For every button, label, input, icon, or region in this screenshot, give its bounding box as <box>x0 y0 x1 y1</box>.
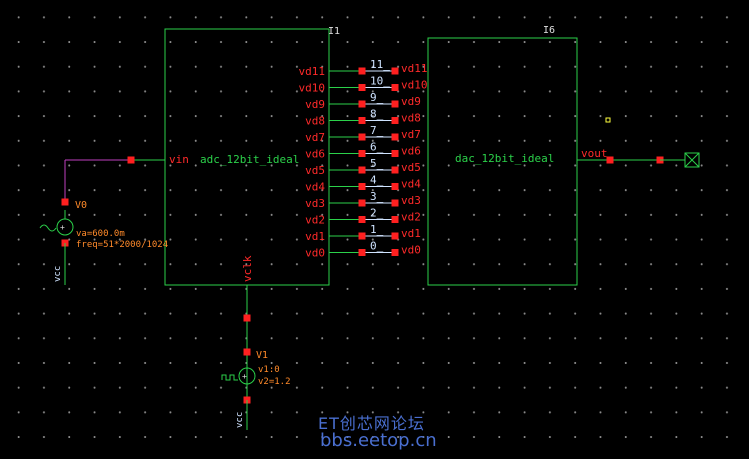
bus-net-label-10: 1_ <box>370 223 384 236</box>
v0-name: V0 <box>75 200 87 211</box>
dac-pin-vd1: vd1 <box>401 227 421 240</box>
dac-pin-vd11: vd11 <box>401 62 428 75</box>
dac-in-terminal-vd0[interactable] <box>391 249 399 256</box>
adc-out-terminal-vd1[interactable] <box>358 232 366 240</box>
adc-out-terminal-vd2[interactable] <box>358 216 366 223</box>
dac-in-terminal-vd9[interactable] <box>391 100 399 108</box>
adc-pin-vd8: vd8 <box>305 115 325 128</box>
dac-in-terminal-vd5[interactable] <box>391 166 399 174</box>
adc-out-terminal-vd10[interactable] <box>358 84 366 91</box>
adc-pin-vd1: vd1 <box>305 230 325 243</box>
bus-net-label-5: 6_ <box>370 141 384 154</box>
adc-out-terminal-vd0[interactable] <box>358 249 366 256</box>
dac-pin-vd0: vd0 <box>401 244 421 257</box>
dac-pin-vd6: vd6 <box>401 145 421 158</box>
adc-out-terminal-vd4[interactable] <box>358 183 366 190</box>
dac-in-terminal-vd10[interactable] <box>391 84 399 91</box>
dac-pin-vd3: vd3 <box>401 194 421 207</box>
marker-square <box>605 117 611 123</box>
bus-net-label-1: 10_ <box>370 75 390 88</box>
output-port-box[interactable] <box>684 152 700 168</box>
v1-vcc-label: vcc <box>235 412 245 428</box>
v1-plus: + <box>242 372 247 381</box>
bus-net-label-3: 8_ <box>370 108 384 121</box>
adc-cell-name: adc_12bit_ideal <box>200 153 299 166</box>
adc-out-terminal-vd3[interactable] <box>358 199 366 207</box>
dac-block[interactable] <box>427 37 578 286</box>
v1-top-terminal[interactable] <box>243 348 251 356</box>
watermark-title: ET创芯网论坛 <box>318 414 425 433</box>
adc-pin-vd5: vd5 <box>305 164 325 177</box>
v1-param-v1: v1:0 <box>258 365 280 375</box>
v1-source-symbol[interactable] <box>238 367 256 385</box>
bus-net-label-4: 7_ <box>370 124 384 137</box>
dac-in-terminal-vd1[interactable] <box>391 232 399 240</box>
dac-pin-vd2: vd2 <box>401 211 421 224</box>
bus-net-label-6: 5_ <box>370 157 384 170</box>
dac-in-terminal-vd7[interactable] <box>391 133 399 141</box>
bus-net-label-11: 0_ <box>370 240 384 253</box>
adc-pin-vd3: vd3 <box>305 197 325 210</box>
dac-instance-name: I6 <box>543 25 555 36</box>
v0-param-freq: freq=51*2000/1024 <box>76 240 168 250</box>
adc-pin-vd0: vd0 <box>305 247 325 260</box>
adc-pin-vin: vin <box>169 153 189 166</box>
dac-in-terminal-vd2[interactable] <box>391 216 399 223</box>
adc-pin-vd9: vd9 <box>305 98 325 111</box>
watermark-url: bbs.eetop.cn <box>320 430 437 451</box>
bus-net-label-2: 9_ <box>370 91 384 104</box>
dac-pin-vd10: vd10 <box>401 79 428 92</box>
output-port-x2 <box>684 152 700 168</box>
dac-pin-vd7: vd7 <box>401 128 421 141</box>
dac-vout-terminal[interactable] <box>606 156 614 164</box>
adc-pin-vd2: vd2 <box>305 214 325 227</box>
v0-top-terminal[interactable] <box>61 198 69 206</box>
v1-name: V1 <box>256 350 268 361</box>
pulse-wave-icon <box>221 374 238 381</box>
v0-plus: + <box>60 223 65 232</box>
adc-out-terminal-vd11[interactable] <box>358 67 366 75</box>
adc-pin-vd11: vd11 <box>299 65 326 78</box>
adc-pin-vd7: vd7 <box>305 131 325 144</box>
adc-pin-vclk: vclk <box>241 255 254 282</box>
dac-pin-vd5: vd5 <box>401 161 421 174</box>
dac-in-terminal-vd4[interactable] <box>391 183 399 190</box>
sine-wave-icon <box>39 224 57 232</box>
dac-pin-vd4: vd4 <box>401 178 421 191</box>
v1-param-v2: v2=1.2 <box>258 377 291 387</box>
adc-instance-name: I1 <box>328 26 340 37</box>
adc-pin-vd6: vd6 <box>305 148 325 161</box>
v0-param-va: va=600.0m <box>76 229 125 239</box>
bus-net-label-7: 4_ <box>370 174 384 187</box>
dac-in-terminal-vd3[interactable] <box>391 199 399 207</box>
bus-net-label-0: 11_ <box>370 58 390 71</box>
dac-pin-vd9: vd9 <box>401 95 421 108</box>
adc-out-terminal-vd7[interactable] <box>358 133 366 141</box>
dac-cell-name: dac_12bit_ideal <box>455 152 554 165</box>
bus-net-label-8: 3_ <box>370 190 384 203</box>
dac-in-terminal-vd8[interactable] <box>391 117 399 124</box>
adc-out-terminal-vd9[interactable] <box>358 100 366 108</box>
dac-in-terminal-vd6[interactable] <box>391 150 399 157</box>
vin-terminal[interactable] <box>127 156 135 164</box>
adc-out-terminal-vd6[interactable] <box>358 150 366 157</box>
adc-pin-vd10: vd10 <box>299 82 326 95</box>
adc-pin-vd4: vd4 <box>305 181 325 194</box>
dac-pin-vd8: vd8 <box>401 112 421 125</box>
bus-net-label-9: 2_ <box>370 207 384 220</box>
adc-out-terminal-vd5[interactable] <box>358 166 366 174</box>
adc-out-terminal-vd8[interactable] <box>358 117 366 124</box>
v0-vcc-label: vcc <box>53 266 63 282</box>
dac-pin-vout: vout <box>581 147 608 160</box>
vclk-terminal-1[interactable] <box>243 314 251 322</box>
dac-in-terminal-vd11[interactable] <box>391 67 399 75</box>
